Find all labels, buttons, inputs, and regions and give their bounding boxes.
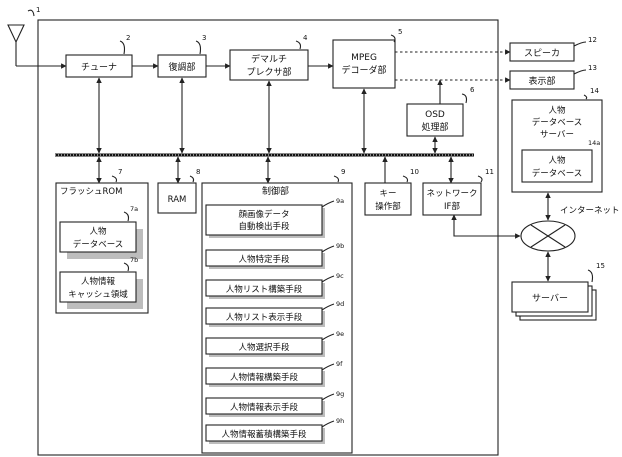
mpeg-line2: デコーダ部 bbox=[341, 64, 386, 76]
server-inner-ref: 14a bbox=[588, 139, 600, 147]
demod-ref: 3 bbox=[202, 34, 206, 42]
demux-line2: プレクサ部 bbox=[246, 66, 291, 78]
speaker-ref: 12 bbox=[588, 36, 597, 44]
tuner-label: チューナ bbox=[81, 62, 117, 73]
control-means-ref-9b: 9b bbox=[336, 242, 344, 250]
control-means-list: 顔画像データ自動検出手段 9a 人物特定手段 9b 人物リスト構築手段 9c 人物リスト表示… bbox=[206, 197, 344, 444]
mpeg-ref: 5 bbox=[398, 28, 402, 36]
control-means-ref-9a: 9a bbox=[336, 197, 344, 205]
server-db-line1: 人物 bbox=[548, 105, 566, 116]
control-means-label-9f: 人物情報構築手段 bbox=[230, 372, 299, 383]
ram-ref: 8 bbox=[196, 168, 200, 176]
control-means-label-9h: 人物情報蓄積構築手段 bbox=[221, 429, 307, 440]
key-line1: キー bbox=[379, 189, 396, 199]
control-unit-label: 制御部 bbox=[262, 185, 289, 197]
network-line1: ネットワーク bbox=[426, 189, 477, 199]
tuner-ref: 2 bbox=[126, 34, 130, 42]
demod-label: 復調部 bbox=[168, 61, 195, 73]
server-db-line2: データベース bbox=[532, 117, 583, 128]
internet-icon bbox=[521, 221, 575, 251]
internet-label: インターネット bbox=[560, 206, 620, 216]
server-db-ref: 14 bbox=[590, 87, 599, 95]
server-label: サーバー bbox=[532, 293, 568, 304]
control-unit-ref: 9 bbox=[341, 168, 345, 176]
mpeg-line1: MPEG bbox=[351, 53, 377, 63]
control-means-ref-9c: 9c bbox=[336, 272, 344, 280]
person-db-line1: 人物 bbox=[89, 226, 107, 237]
key-line2: 操作部 bbox=[375, 201, 401, 212]
control-means-label-9d: 人物リスト表示手段 bbox=[226, 312, 303, 323]
control-means-ref-9e: 9e bbox=[336, 330, 344, 338]
mpeg-decoder-block bbox=[333, 40, 395, 88]
control-means-label-9c: 人物リスト構築手段 bbox=[226, 284, 303, 295]
control-means-label-9g: 人物情報表示手段 bbox=[230, 402, 299, 413]
osd-line2: 処理部 bbox=[421, 121, 448, 133]
person-cache-line1: 人物情報 bbox=[81, 276, 116, 287]
flash-rom-label: フラッシュROM bbox=[60, 187, 122, 197]
person-db-ref: 7a bbox=[130, 205, 138, 213]
key-ref: 10 bbox=[410, 168, 419, 176]
server-inner-line2: データベース bbox=[532, 168, 583, 179]
person-cache-ref: 7b bbox=[130, 256, 138, 264]
server-ref: 15 bbox=[596, 262, 605, 270]
person-db-line2: データベース bbox=[73, 239, 124, 250]
ram-label: RAM bbox=[168, 195, 187, 205]
antenna-ref: 1 bbox=[36, 6, 40, 14]
display-label: 表示部 bbox=[528, 75, 555, 87]
control-means-label-9a-2: 自動検出手段 bbox=[238, 221, 290, 232]
demux-line1: デマルチ bbox=[251, 53, 287, 65]
demux-ref: 4 bbox=[303, 34, 308, 42]
control-means-ref-9f: 9f bbox=[336, 360, 343, 368]
osd-line1: OSD bbox=[425, 110, 445, 120]
flash-rom-ref: 7 bbox=[118, 168, 122, 176]
network-ref: 11 bbox=[485, 168, 494, 176]
control-means-label-9b: 人物特定手段 bbox=[238, 254, 290, 265]
speaker-label: スピーカ bbox=[524, 48, 560, 59]
person-cache-line2: キャッシュ領域 bbox=[68, 289, 128, 300]
osd-ref: 6 bbox=[470, 86, 475, 94]
display-ref: 13 bbox=[588, 64, 597, 72]
network-line2: IF部 bbox=[444, 201, 460, 212]
control-means-label-9a: 顔画像データ bbox=[238, 209, 289, 220]
server-db-line3: サーバー bbox=[540, 130, 574, 140]
server-inner-line1: 人物 bbox=[548, 155, 566, 166]
control-means-ref-9g: 9g bbox=[336, 390, 344, 398]
control-means-label-9e: 人物選択手段 bbox=[238, 342, 290, 353]
control-means-ref-9d: 9d bbox=[336, 300, 344, 308]
control-means-ref-9h: 9h bbox=[336, 417, 344, 425]
